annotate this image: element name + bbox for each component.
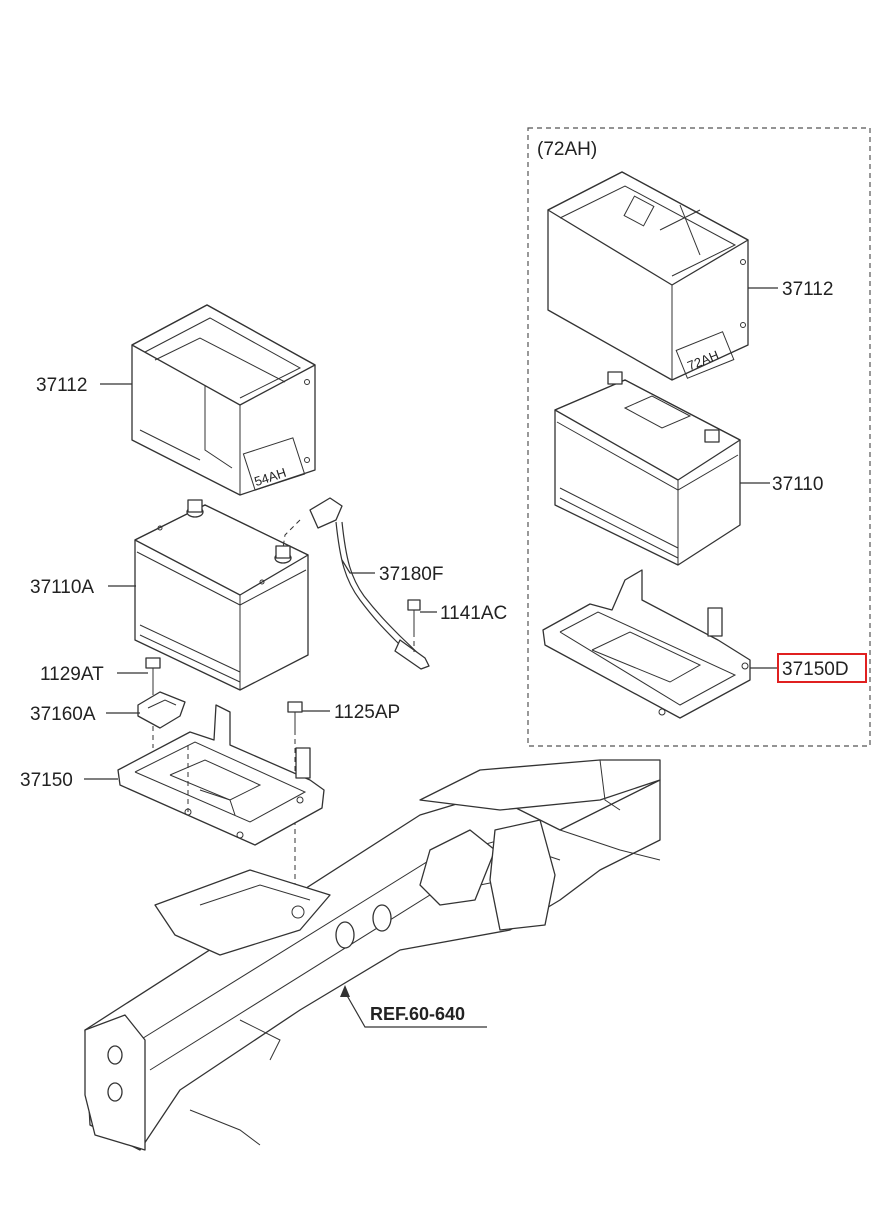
label-battery-right[interactable]: 37110 bbox=[772, 474, 823, 495]
battery-left[interactable] bbox=[134, 499, 309, 691]
battery-clamp[interactable] bbox=[137, 691, 186, 729]
nut-fastener[interactable] bbox=[407, 599, 421, 652]
label-bracket-left[interactable]: 37150 bbox=[20, 770, 73, 791]
battery-right[interactable] bbox=[554, 371, 741, 566]
label-clamp[interactable]: 37160A bbox=[30, 704, 96, 725]
battery-tray-cover-left[interactable]: 54AH bbox=[131, 304, 316, 496]
label-tray-right[interactable]: 37112 bbox=[782, 279, 833, 300]
battery-bracket-left[interactable] bbox=[117, 704, 325, 846]
battery-bracket-right[interactable] bbox=[542, 569, 751, 719]
variant-title: (72AH) bbox=[537, 139, 597, 160]
label-battery-left[interactable]: 37110A bbox=[30, 577, 94, 598]
leader-lines bbox=[84, 287, 778, 1028]
battery-cable[interactable] bbox=[282, 497, 430, 670]
battery-tray-cover-right[interactable]: 72AH bbox=[547, 171, 749, 381]
label-cable[interactable]: 37180F bbox=[379, 564, 443, 585]
highlight-box bbox=[777, 653, 867, 683]
label-bolt-tray[interactable]: 1125AP bbox=[334, 702, 400, 723]
label-bracket-right-highlight[interactable]: 37150D bbox=[777, 653, 867, 683]
label-bolt-clamp[interactable]: 1129AT bbox=[40, 664, 104, 685]
vehicle-frame bbox=[84, 759, 661, 1151]
label-nut[interactable]: 1141AC bbox=[440, 603, 507, 624]
variant-frame-72ah: (72AH) bbox=[527, 127, 871, 747]
label-bracket-right[interactable]: 37150D bbox=[782, 659, 849, 680]
label-tray-left[interactable]: 37112 bbox=[36, 375, 87, 396]
reference-label[interactable]: REF.60-640 bbox=[370, 1004, 465, 1024]
